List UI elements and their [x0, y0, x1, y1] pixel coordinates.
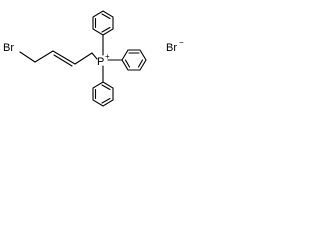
- phenyl-top-inner-bond-3: [101, 26, 111, 33]
- phenyl-top-hexagon: [92, 10, 114, 36]
- phenyl-ring-bottom: [92, 65, 114, 107]
- phenyl-bottom-inner-bond-1: [101, 84, 111, 91]
- phenyl-bottom-hexagon: [92, 81, 114, 107]
- phosphorus-charge-label: +: [105, 52, 110, 61]
- c2-c3-double-bond-inner: [53, 54, 73, 67]
- c3-c4-bond: [34, 50, 54, 63]
- chemical-structure: Br P + Br −: [3, 10, 184, 107]
- phenyl-right-hexagon: [121, 49, 147, 71]
- phenyl-top-inner-bond-2: [101, 13, 111, 20]
- c1-c2-bond: [74, 52, 93, 65]
- bromobutenyl-chain: [19, 50, 98, 67]
- phenyl-bottom-inner-bond-2: [101, 97, 111, 104]
- phenyl-right-inner-bond-2: [137, 59, 144, 68]
- c1-p-bond: [91, 52, 98, 60]
- phenyl-ring-top: [92, 10, 114, 56]
- phenyl-ring-right: [107, 49, 147, 71]
- bromide-charge-label: −: [179, 38, 184, 47]
- c4-br-bond: [19, 51, 36, 63]
- phosphorus-atom-label: P: [97, 56, 104, 68]
- bromide-counterion-label: Br: [166, 42, 177, 54]
- c2-c3-double-bond: [52, 50, 76, 65]
- bromine-atom-label: Br: [3, 42, 14, 54]
- phenyl-right-inner-bond-3: [124, 59, 131, 68]
